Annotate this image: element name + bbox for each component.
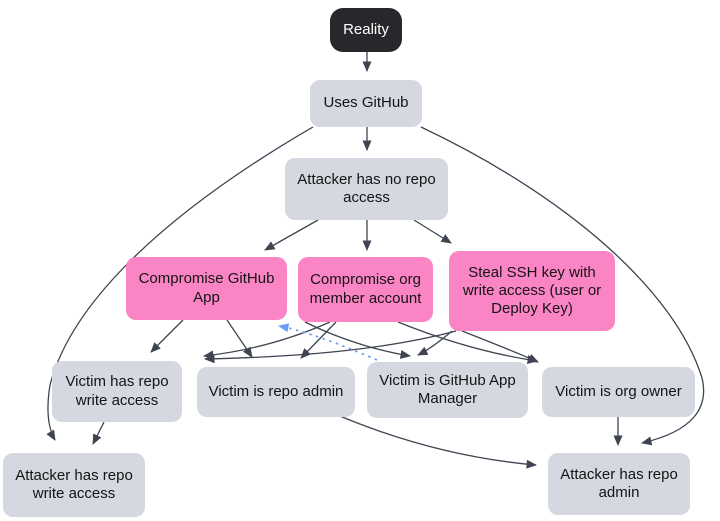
node-uses-github: Uses GitHub [310, 80, 422, 127]
node-victim-repo-admin-label: Victim is repo admin [208, 382, 344, 400]
edge-victim-app-manager-compromise-app [278, 323, 378, 361]
node-compromise-org-member: Compromise org member account [298, 257, 433, 322]
node-victim-app-manager: Victim is GitHub App Manager [367, 362, 528, 418]
node-victim-org-owner: Victim is org owner [542, 367, 695, 417]
edge-no-repo-access-compromise-app [264, 219, 319, 251]
edge-compromise-org-member-victim-repo-admin [300, 321, 337, 359]
node-steal-ssh-key: Steal SSH key with write access (user or… [449, 251, 615, 331]
edge-compromise-app-victim-repo-admin [226, 319, 253, 358]
node-victim-repo-admin: Victim is repo admin [197, 367, 355, 417]
node-victim-repo-write-label: Victim has repo write access [65, 373, 169, 409]
node-victim-repo-write: Victim has repo write access [52, 361, 182, 422]
node-reality: Reality [330, 8, 402, 52]
node-compromise-github-app: Compromise GitHub App [126, 257, 287, 320]
node-attacker-repo-write: Attacker has repo write access [3, 453, 145, 517]
node-attacker-no-repo-access-label: Attacker has no repo access [297, 170, 436, 206]
node-steal-ssh-key-label: Steal SSH key with write access (user or… [462, 263, 602, 318]
edge-steal-ssh-key-victim-repo-write [204, 330, 457, 364]
node-reality-label: Reality [343, 20, 389, 38]
node-uses-github-label: Uses GitHub [323, 94, 409, 112]
edge-uses-github-attacker-repo-write [46, 126, 314, 441]
edge-compromise-app-victim-repo-write [150, 319, 184, 353]
node-compromise-org-member-label: Compromise org member account [309, 271, 422, 307]
node-attacker-repo-admin: Attacker has repo admin [548, 453, 690, 515]
node-attacker-repo-admin-label: Attacker has repo admin [560, 465, 678, 501]
edge-steal-ssh-key-victim-org-owner [461, 330, 539, 363]
edge-uses-github-attacker-repo-admin [420, 126, 705, 446]
edge-no-repo-access-steal-ssh-key [413, 219, 452, 244]
node-compromise-github-app-label: Compromise GitHub App [138, 270, 275, 306]
node-victim-org-owner-label: Victim is org owner [555, 382, 682, 400]
edge-victim-repo-admin-attacker-repo-admin [334, 413, 537, 469]
edge-compromise-org-member-victim-repo-write [203, 321, 331, 360]
edge-compromise-org-member-victim-org-owner [397, 321, 538, 365]
node-victim-app-manager-label: Victim is GitHub App Manager [379, 371, 516, 407]
edge-steal-ssh-key-victim-app-manager [417, 330, 453, 356]
node-attacker-no-repo-access: Attacker has no repo access [285, 158, 448, 220]
edge-victim-repo-write-attacker-repo-write [92, 421, 105, 445]
edge-compromise-org-member-victim-app-manager [304, 321, 411, 359]
node-attacker-repo-write-label: Attacker has repo write access [15, 466, 133, 502]
